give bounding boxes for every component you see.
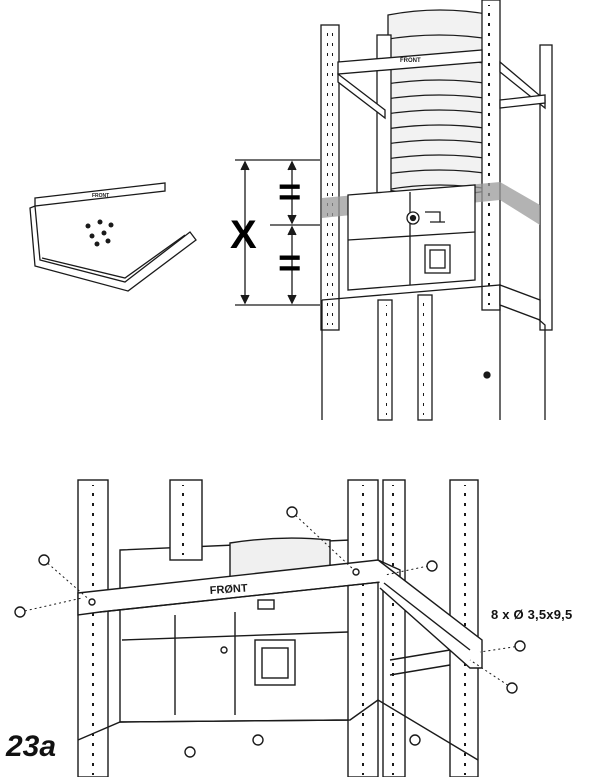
screw-icon: [506, 682, 518, 694]
flexible-duct: [379, 9, 498, 196]
figure-number: 23a: [6, 730, 57, 763]
bottom-rack-illustration: [14, 479, 526, 777]
top-rack-illustration: [235, 0, 553, 421]
bracket-small-label: FRONT: [92, 193, 109, 199]
equal-sign-top: =: [278, 170, 302, 214]
top-frame-bracket: [337, 49, 546, 120]
lower-cabinet: [321, 284, 546, 421]
equipment-box-bottom: [119, 537, 351, 723]
screw-specification: 8 x Ø 3,5x9,5: [491, 607, 573, 622]
screw-icon: [426, 560, 438, 572]
screw-icon: [14, 606, 26, 618]
loose-bracket-part: [29, 182, 197, 292]
equipment-box-top: [347, 184, 476, 291]
equal-sign-bottom: =: [278, 241, 302, 285]
screw-pile: [85, 219, 114, 247]
screw-icon: [286, 506, 298, 518]
dimension-label-x: X: [230, 213, 257, 257]
screw-icon: [38, 554, 50, 566]
bracket-label-bottom: FRØNT: [209, 582, 248, 597]
dimension-lines: [235, 159, 320, 306]
front-bracket: [77, 559, 483, 669]
screw-icon: [514, 640, 526, 652]
lower-frame: [77, 649, 479, 761]
screws: [14, 506, 526, 694]
bracket-label-top: FRONT: [400, 58, 421, 64]
screw-guides: [19, 511, 521, 689]
